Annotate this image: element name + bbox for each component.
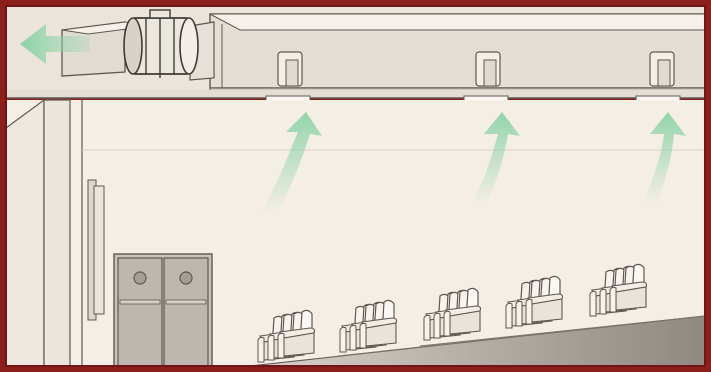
inline-duct-fan-icon (123, 9, 199, 78)
frame-border (5, 5, 706, 367)
upward-airflow-arrow-icon (474, 112, 520, 204)
side-wall-column (5, 98, 705, 367)
wall-panel (87, 179, 105, 321)
ceiling-extract-grille-icon (635, 51, 681, 103)
ceiling-extract-grille-icon (463, 51, 509, 103)
upward-airflow-arrow-icon (644, 112, 686, 204)
ceiling (6, 90, 705, 98)
upward-airflow-arrow-icon (262, 112, 322, 212)
left-arrow-icon (20, 24, 90, 64)
exit-double-door (113, 253, 213, 367)
stepped-seating-floor (249, 315, 706, 367)
